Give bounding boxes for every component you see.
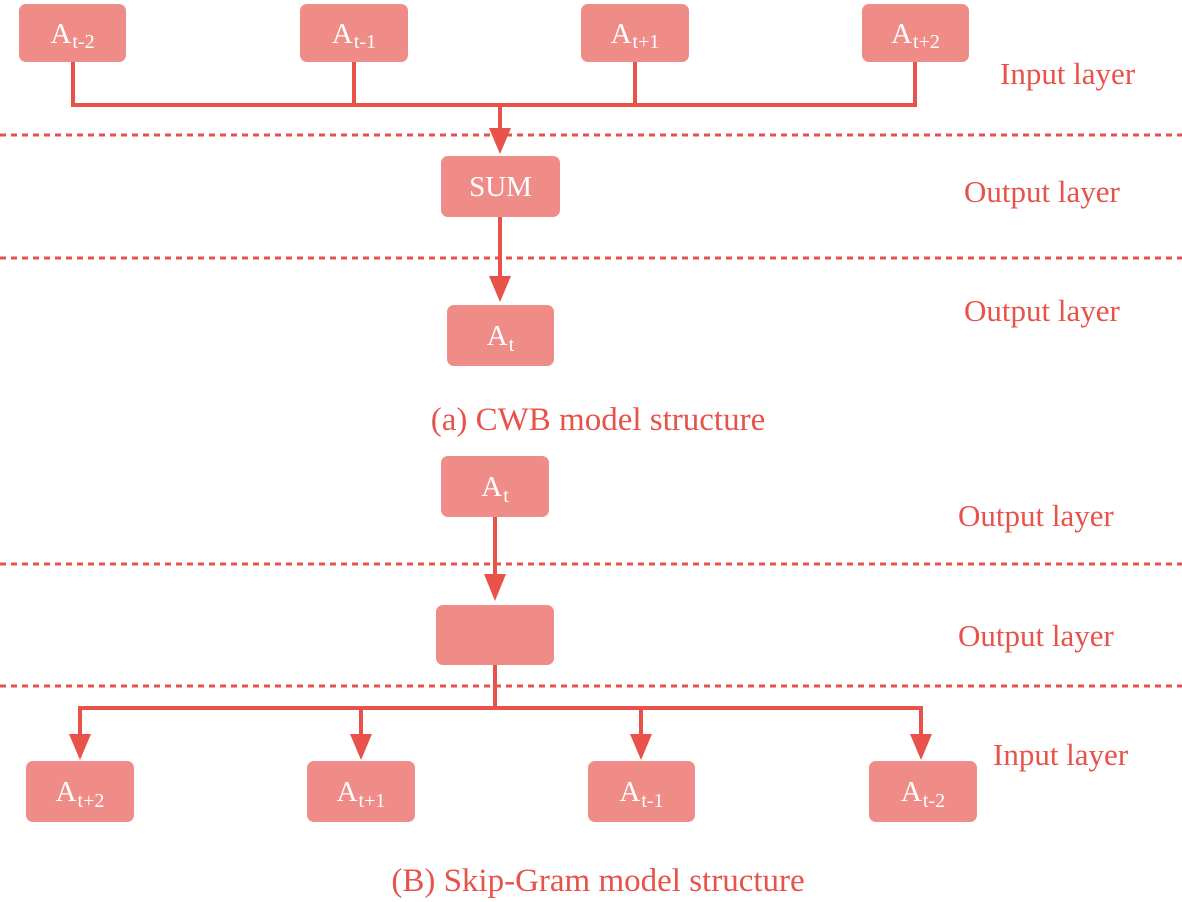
node-base: A bbox=[481, 471, 503, 503]
sum-node: SUM bbox=[441, 156, 560, 217]
node-subscript: t+1 bbox=[358, 789, 386, 812]
node-subscript: t-2 bbox=[922, 789, 946, 812]
cwb-caption: (a) CWB model structure bbox=[430, 402, 766, 438]
node-base: A bbox=[55, 776, 77, 808]
skipgram-caption: (B) Skip-Gram model structure bbox=[391, 863, 805, 899]
node-subscript: t bbox=[503, 484, 509, 507]
skipgram-layer-label-output: Output layer bbox=[958, 498, 1114, 533]
arrow-to-output bbox=[489, 276, 511, 302]
skipgram-connectors bbox=[78, 517, 923, 740]
cwb-connectors bbox=[71, 62, 917, 282]
skipgram-layer-label-input: Input layer bbox=[993, 737, 1129, 772]
node-base: A bbox=[331, 17, 353, 50]
node-subscript: t bbox=[508, 333, 515, 356]
node-base: A bbox=[610, 17, 632, 50]
node-subscript: t+2 bbox=[77, 789, 105, 812]
node-base: A bbox=[891, 17, 913, 50]
node-base: A bbox=[486, 320, 508, 352]
node-subscript: t-2 bbox=[72, 31, 95, 53]
node-subscript: t+1 bbox=[632, 31, 660, 53]
cwb-layer-label-input: Input layer bbox=[1000, 56, 1136, 91]
node-base: A bbox=[900, 776, 922, 808]
cwb-layer-label-output: Output layer bbox=[964, 293, 1120, 328]
node-base: A bbox=[336, 776, 358, 808]
skipgram-layer-label-hidden: Output layer bbox=[958, 618, 1114, 653]
node-subscript: t-1 bbox=[641, 789, 664, 812]
arrow-to-hidden bbox=[484, 574, 506, 601]
sum-label: SUM bbox=[469, 171, 532, 203]
skipgram-hidden-node bbox=[436, 605, 554, 665]
arrow-to-sum bbox=[489, 128, 511, 154]
node-subscript: t-1 bbox=[353, 31, 377, 53]
node-subscript: t+2 bbox=[913, 31, 940, 53]
arrow-to-output-3 bbox=[630, 734, 652, 760]
arrow-to-output-4 bbox=[910, 734, 932, 760]
cwb-layer-label-hidden: Output layer bbox=[964, 174, 1120, 209]
node-base: A bbox=[619, 776, 641, 808]
arrow-to-output-2 bbox=[350, 734, 372, 760]
node-base: A bbox=[50, 17, 72, 50]
arrow-to-output-1 bbox=[69, 734, 91, 760]
